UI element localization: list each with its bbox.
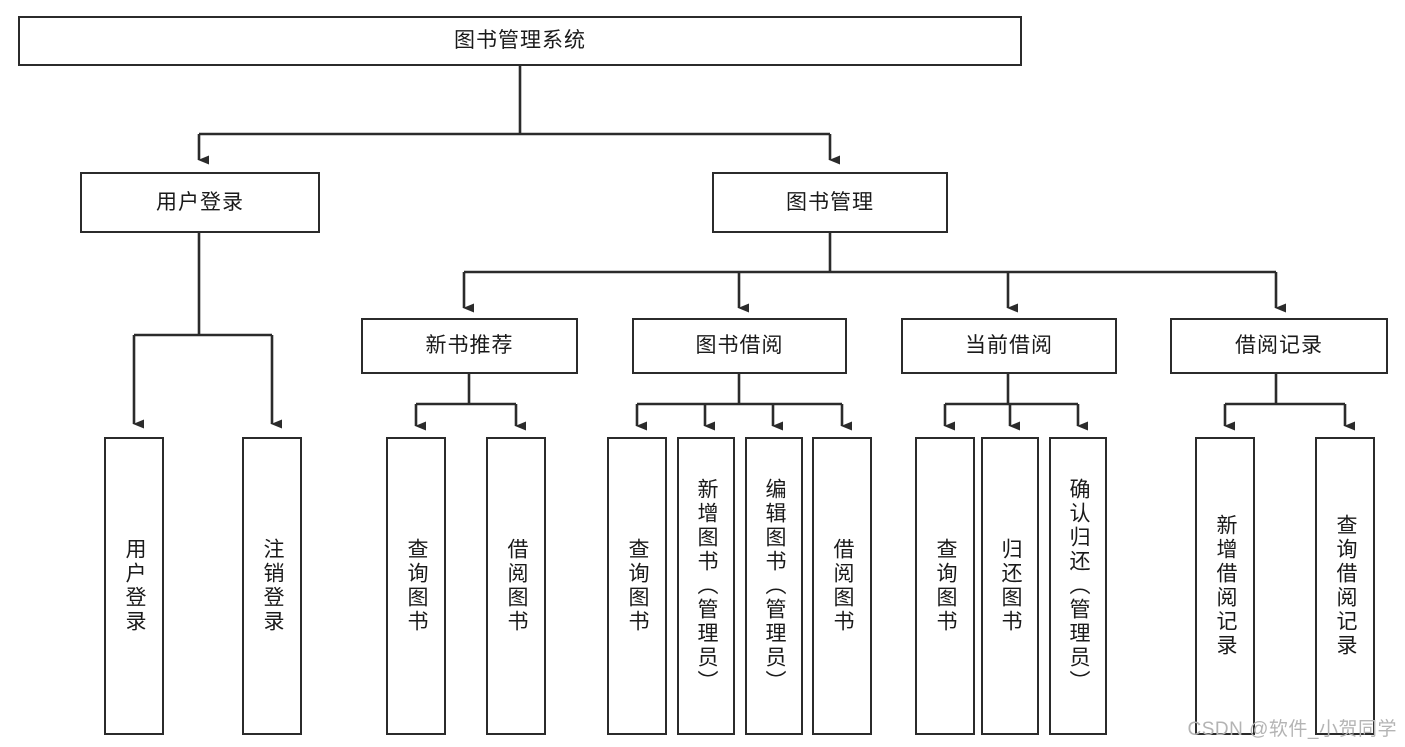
- leaf-query-book-1[interactable]: 查询图书: [386, 437, 446, 735]
- leaf-edit-book[interactable]: 编辑图书（管理员）: [745, 437, 803, 735]
- csdn-watermark: CSDN @软件_小贺同学: [1187, 719, 1397, 740]
- leaf-user-login-label: 用户登录: [123, 538, 147, 634]
- leaf-user-login[interactable]: 用户登录: [104, 437, 164, 735]
- leaf-query-book-1-label: 查询图书: [405, 538, 429, 634]
- leaf-query-book-2-label: 查询图书: [626, 538, 650, 634]
- node-current-borrow[interactable]: 当前借阅: [901, 318, 1117, 374]
- leaf-return-book-label: 归还图书: [999, 538, 1023, 634]
- leaf-borrow-book-1[interactable]: 借阅图书: [486, 437, 546, 735]
- node-book-borrow[interactable]: 图书借阅: [632, 318, 847, 374]
- leaf-add-book-label: 新增图书（管理员）: [695, 478, 719, 694]
- node-user-login[interactable]: 用户登录: [80, 172, 320, 233]
- leaf-query-record-label: 查询借阅记录: [1334, 514, 1358, 658]
- leaf-add-record-label: 新增借阅记录: [1214, 514, 1238, 658]
- leaf-user-logout[interactable]: 注销登录: [242, 437, 302, 735]
- leaf-return-book[interactable]: 归还图书: [981, 437, 1039, 735]
- leaf-borrow-book-2[interactable]: 借阅图书: [812, 437, 872, 735]
- leaf-query-record[interactable]: 查询借阅记录: [1315, 437, 1375, 735]
- leaf-query-book-3[interactable]: 查询图书: [915, 437, 975, 735]
- node-book-manage[interactable]: 图书管理: [712, 172, 948, 233]
- node-borrow-record[interactable]: 借阅记录: [1170, 318, 1388, 374]
- leaf-add-record[interactable]: 新增借阅记录: [1195, 437, 1255, 735]
- leaf-user-logout-label: 注销登录: [261, 538, 285, 634]
- leaf-borrow-book-2-label: 借阅图书: [831, 538, 855, 634]
- leaf-confirm-return[interactable]: 确认归还（管理员）: [1049, 437, 1107, 735]
- leaf-query-book-2[interactable]: 查询图书: [607, 437, 667, 735]
- leaf-confirm-return-label: 确认归还（管理员）: [1067, 478, 1091, 694]
- leaf-query-book-3-label: 查询图书: [934, 538, 958, 634]
- leaf-add-book[interactable]: 新增图书（管理员）: [677, 437, 735, 735]
- leaf-borrow-book-1-label: 借阅图书: [505, 538, 529, 634]
- node-root-system[interactable]: 图书管理系统: [18, 16, 1022, 66]
- node-new-book-recommend[interactable]: 新书推荐: [361, 318, 578, 374]
- leaf-edit-book-label: 编辑图书（管理员）: [763, 478, 787, 694]
